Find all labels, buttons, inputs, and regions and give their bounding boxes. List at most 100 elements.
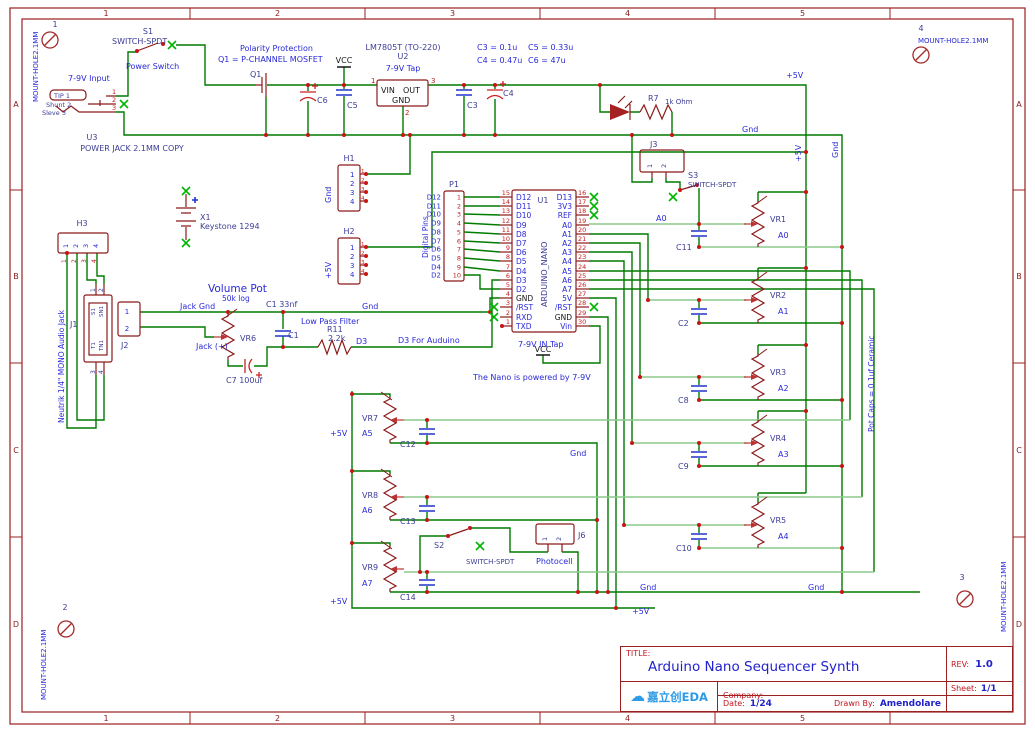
c3-ref: C3 [467,101,478,110]
potentiometer-icon-4[interactable] [750,420,766,466]
u1-pin-label-30: Vin [560,322,572,331]
jack-shunt-label: Shunt 2 [46,101,71,109]
sheet-label: Sheet: [951,684,977,693]
u1-pin-label-8: D5 [516,257,527,266]
potentiometer-icon-7[interactable] [382,474,398,520]
potentiometer-icon-8[interactable] [382,546,398,592]
power-switch-note: Power Switch [126,62,179,71]
u1-pin-num-9: 9 [506,244,510,252]
junction-dot [630,441,634,445]
junction-dot [342,83,346,87]
sheet-value: 1/1 [980,683,997,694]
junction-dot [462,133,466,137]
junction-dot [697,464,701,468]
mount-hole-icon-2[interactable] [912,46,930,64]
j1-audio-jack-box[interactable] [83,294,113,363]
wire-net-dark[interactable] [66,44,920,609]
p1-u1-wire[interactable] [463,266,501,272]
u2-num-3: 3 [431,77,435,85]
no-connect-x-icon [181,186,191,196]
u2-regulator-box[interactable] [376,79,429,107]
potentiometer-icon-3[interactable] [750,354,766,400]
u2-num-1: 1 [371,77,375,85]
junction-dot [840,546,844,550]
c11-ref: C11 [676,243,692,252]
junction-dot [364,181,368,185]
p1-u1-wire[interactable] [463,257,501,262]
p1-u1-wire[interactable] [463,248,501,253]
pot-wiper-arrow-icon [390,494,397,500]
junction-dot [364,263,368,267]
h3-header-box[interactable] [57,232,109,254]
u1-pin-num-25: 25 [578,272,586,280]
j2-connector-box[interactable] [117,301,141,337]
mount-hole-icon-3[interactable] [57,620,75,638]
c4-ref: C4 [503,89,514,98]
mount-hole-3-num: 3 [959,573,964,582]
h2-pin-4: 4 [361,269,365,275]
h1-header-box[interactable] [337,164,361,212]
junction-dot [697,245,701,249]
volume-pot-note: Volume Pot [208,283,267,295]
mount-hole-icon-1[interactable] [41,31,59,49]
potentiometer-icon-2[interactable] [750,277,766,323]
p1-u1-wire[interactable] [463,222,501,226]
u3-power-jack-tip[interactable] [49,89,87,101]
mount-hole-icon-4[interactable] [956,590,974,608]
u1-pin-num-24: 24 [578,263,586,271]
r11-value: 2.2k [328,334,346,343]
h2-num-3: 3 [350,262,354,270]
p1-u1-wire[interactable] [463,240,501,244]
no-connect-x-icon [167,40,177,50]
u1-ref: U1 [538,196,549,205]
mount-hole-2-label: MOUNT-HOLE2.1MM [40,630,48,700]
vcc-bottom: VCC [535,345,552,354]
u1-pin-label-21: A2 [562,239,572,248]
rev-label: REV: [951,659,970,669]
net-a0-wire: A0 [656,214,667,223]
in-tap-note: 7-9V IN Tap [518,340,564,349]
potentiometer-icon-6[interactable] [382,397,398,443]
led-icon[interactable] [610,104,630,120]
u1-pin-num-4: 4 [506,290,510,298]
p1-pin-num-6: 6 [457,238,461,246]
vr4-ref: VR4 [770,434,786,443]
p1-u1-wire[interactable] [464,274,500,290]
c5-ref: C5 [347,101,358,110]
potentiometer-icon-1[interactable] [750,201,766,247]
j3-connector-box[interactable] [639,149,685,173]
pot-var-arrow-icon [755,348,768,358]
border-row-left-B: B [13,272,19,281]
vr7-net: A5 [362,429,373,438]
u1-pin-label-29: GND [555,313,572,322]
u1-pin-label-7: D4 [516,267,527,276]
junction-dot [840,590,844,594]
u1-pin-label-11: D8 [516,230,527,239]
s2-name: SWITCH-SPDT [466,558,515,566]
junction-dot [468,526,472,530]
rev-value: 1.0 [975,658,993,670]
j6-photocell-box[interactable] [535,523,575,545]
component-symbols[interactable] [55,42,698,552]
u1-pin-label-2: RXD [516,313,532,322]
junction-dot [401,133,405,137]
pot-wiper-arrow-icon [751,522,758,528]
u1-pin-num-27: 27 [578,290,586,298]
s3-name: SWITCH-SPDT [688,181,737,189]
j3-ref: J3 [649,140,657,149]
junction-dot [695,183,699,187]
u1-pin-label-13: D10 [516,211,532,220]
junction-dot [364,272,368,276]
potentiometer-icon-9[interactable] [220,314,236,360]
p1-u1-wire[interactable] [463,213,501,216]
pot-wiper-arrow-icon [390,566,397,572]
u1-pin-num-7: 7 [506,263,510,271]
h2-header-box[interactable] [337,237,361,285]
p1-side-label-7: D5 [431,255,441,263]
p1-u1-wire[interactable] [463,231,501,235]
j1-ref: J1 [69,320,77,329]
p1-header-box[interactable] [443,190,465,282]
potentiometer-icon-5[interactable] [750,502,766,548]
